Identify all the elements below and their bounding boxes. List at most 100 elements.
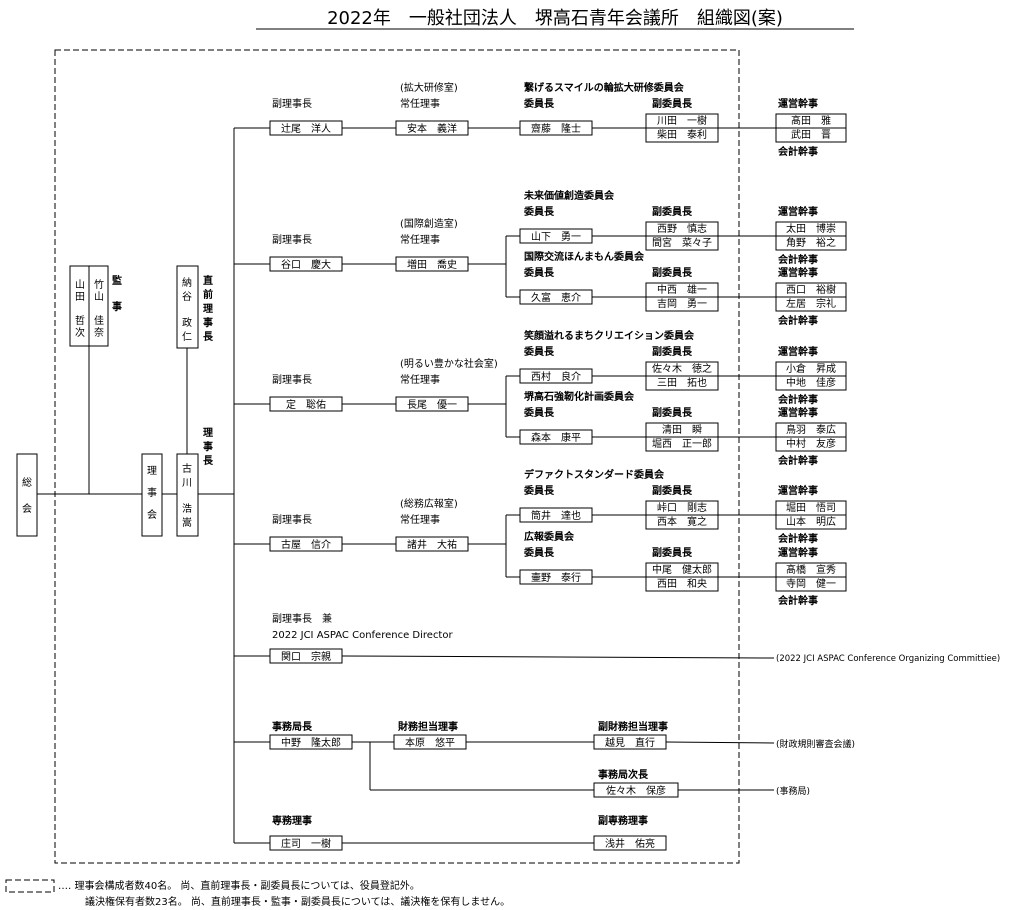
branch-3-committee-1-accounting-label: 会計幹事 xyxy=(778,393,818,406)
branch-2-committee-2-name: 国際交流ほんまもん委員会 xyxy=(524,250,644,263)
legend-dashed-box xyxy=(5,879,55,893)
branch-4-vp-label: 副理事長 xyxy=(272,513,312,526)
branch-3-committee-1-vice-label: 副委員長 xyxy=(652,345,693,358)
ex-president-char-2: 谷 xyxy=(182,291,192,303)
branch-1-committee-1-ops-label: 運営幹事 xyxy=(778,97,818,110)
branch-4-committee-2-name: 広報委員会 xyxy=(524,530,574,543)
auditor-1-char-2: 山 xyxy=(94,291,104,303)
aspac-committee: (2022 JCI ASPAC Conference Organizing Co… xyxy=(776,654,1000,664)
branch-2-committee-1-accounting-label: 会計幹事 xyxy=(778,253,818,266)
ex-president-char-1: 納 xyxy=(182,276,192,289)
branch-2-committee-2-chair-name: 久富 恵介 xyxy=(531,291,581,304)
branch-1-committee-1-ops-2: 武田 晋 xyxy=(791,128,831,141)
vice-senmu-role: 副専務理事 xyxy=(598,814,648,827)
branch-3-office: (明るい豊かな社会室) xyxy=(400,357,498,370)
branch-2-committee-1-chair-label: 委員長 xyxy=(523,205,555,218)
board-boundary xyxy=(54,49,740,864)
ex-president-role-char-1: 直 xyxy=(203,274,213,287)
branch-4-committee-2-chair-label: 委員長 xyxy=(523,546,555,559)
branch-2-committee-1-chair-name: 山下 勇一 xyxy=(531,231,581,243)
vice-finance-role: 副財務担当理事 xyxy=(598,720,668,733)
branch-3-committee-2-ops-2: 中村 友彦 xyxy=(786,437,836,450)
branch-3-committee-2-vice-label: 副委員長 xyxy=(652,406,693,419)
branch-1-committee-1-chair-label: 委員長 xyxy=(523,97,555,110)
note-1: ‥‥ 理事会構成者数40名。 尚、直前理事長・副委員長については、役員登記外。 xyxy=(58,879,420,892)
branch-3-director-label: 常任理事 xyxy=(400,373,440,386)
ex-president-char-3: 政 xyxy=(182,316,192,329)
senmu-role: 専務理事 xyxy=(272,814,312,827)
branch-4-director-name: 諸井 大祐 xyxy=(407,538,457,551)
branch-3-committee-2-ops-1: 鳥羽 泰広 xyxy=(786,423,836,436)
branch-1-office: (拡大研修室) xyxy=(400,81,458,94)
branch-4-director-label: 常任理事 xyxy=(400,513,440,526)
branch-3-committee-2-ops-label: 運営幹事 xyxy=(778,406,818,419)
branch-2-committee-2-ops-1: 西口 裕樹 xyxy=(786,283,836,296)
branch-1-committee-1-vice-2: 柴田 泰利 xyxy=(657,128,707,141)
aspac-vp-and-label: 副理事長 兼 xyxy=(272,612,332,625)
branch-2-committee-1-name: 未来価値創造委員会 xyxy=(523,189,614,202)
vice-finance-name: 越見 直行 xyxy=(605,736,655,749)
president-char-4: 嵩 xyxy=(182,517,192,529)
branch-2-committee-2-vice-2: 吉岡 勇一 xyxy=(657,298,707,310)
auditor-2-char-1: 山 xyxy=(75,279,85,291)
branch-4-committee-1-vice-label: 副委員長 xyxy=(652,484,693,497)
ex-president-char-4: 仁 xyxy=(182,331,192,343)
auditor-2-char-2: 田 xyxy=(75,292,85,303)
general-assembly-char-1: 総 xyxy=(22,476,32,489)
branch-4-committee-2-ops-label: 運営幹事 xyxy=(778,546,818,559)
president-char-2: 川 xyxy=(182,478,192,489)
branch-2-committee-1-vice-2: 間宮 菜々子 xyxy=(652,236,712,249)
vice-senmu-name: 浅井 佑亮 xyxy=(605,837,655,850)
auditor-role-char-2: 事 xyxy=(112,300,122,313)
board-char-1: 理 xyxy=(147,465,157,477)
branch-4-committee-2-ops-1: 髙橋 宣秀 xyxy=(786,563,836,576)
branch-3-committee-1-ops-2: 中地 佳彦 xyxy=(786,376,836,389)
branch-3-committee-1-vice-1: 佐々木 徳之 xyxy=(652,362,712,375)
finance-role: 財務担当理事 xyxy=(397,720,458,733)
branch-4-committee-1-chair-name: 筒井 達也 xyxy=(531,509,581,522)
branch-3-committee-2-accounting-label: 会計幹事 xyxy=(778,454,818,467)
branch-1-committee-1-vice-1: 川田 一樹 xyxy=(657,114,707,127)
branch-1-vp-label: 副理事長 xyxy=(272,97,312,110)
president-role-char-3: 長 xyxy=(203,455,214,467)
board-box xyxy=(141,453,163,537)
branch-2-committee-2-ops-label: 運営幹事 xyxy=(778,266,818,279)
branch-1-committee-1-name: 繋げるスマイルの輪拡大研修委員会 xyxy=(524,81,684,94)
deputy-role: 事務局次長 xyxy=(598,768,649,781)
branch-4-vp-name: 古屋 信介 xyxy=(281,538,331,551)
branch-4-committee-2-vice-1: 中尾 健太郎 xyxy=(652,563,712,576)
branch-4-committee-1-ops-1: 堀田 悟司 xyxy=(786,501,836,514)
branch-3-committee-1-vice-2: 三田 拓也 xyxy=(657,376,707,389)
branch-4-committee-1-ops-label: 運営幹事 xyxy=(778,484,818,497)
branch-4-committee-2-accounting-label: 会計幹事 xyxy=(778,594,818,607)
president-role-char-2: 事 xyxy=(203,440,213,453)
branch-2-committee-1-ops-1: 太田 博崇 xyxy=(786,222,836,235)
board-char-2: 事 xyxy=(147,486,157,499)
branch-4-committee-1-vice-1: 峠口 剛志 xyxy=(657,501,707,514)
branch-4-committee-1-vice-2: 西本 寛之 xyxy=(657,515,707,528)
branch-2-vp-label: 副理事長 xyxy=(272,233,312,246)
branch-3-committee-1-ops-label: 運営幹事 xyxy=(778,345,818,358)
branch-3-committee-2-vice-2: 堀西 正一郎 xyxy=(652,437,712,450)
branch-4-committee-1-chair-label: 委員長 xyxy=(523,484,555,497)
branch-1-committee-1-accounting-label: 会計幹事 xyxy=(778,145,818,158)
branch-3-vp-name: 定 聡佑 xyxy=(286,398,326,411)
branch-4-committee-1-ops-2: 山本 明広 xyxy=(786,515,836,528)
branch-3-committee-2-vice-1: 清田 瞬 xyxy=(662,423,702,436)
branch-2-committee-2-accounting-label: 会計幹事 xyxy=(778,314,818,327)
auditor-2-char-3: 哲 xyxy=(75,315,85,327)
branch-1-committee-1-vice-label: 副委員長 xyxy=(652,97,693,110)
auditor-1-char-1: 竹 xyxy=(94,278,104,291)
branch-2-committee-2-vice-label: 副委員長 xyxy=(652,266,693,279)
branch-4-committee-1-name: デファクトスタンダード委員会 xyxy=(524,468,664,481)
auditor-1-char-3: 佳 xyxy=(94,314,104,327)
ex-president-role-char-5: 長 xyxy=(203,331,214,343)
branch-4-committee-1-accounting-label: 会計幹事 xyxy=(778,532,818,545)
branch-2-vp-name: 谷口 慶大 xyxy=(281,258,331,271)
ex-president-role-char-3: 理 xyxy=(203,303,213,315)
note-2: 議決権保有者数23名。 尚、直前理事長・監事・副委員長については、議決権を保有し… xyxy=(85,895,510,908)
aspac-committee-line xyxy=(341,655,775,659)
branch-2-committee-1-vice-1: 西野 慎志 xyxy=(657,222,707,235)
branch-4-committee-2-chair-name: 壷野 泰行 xyxy=(531,571,581,584)
